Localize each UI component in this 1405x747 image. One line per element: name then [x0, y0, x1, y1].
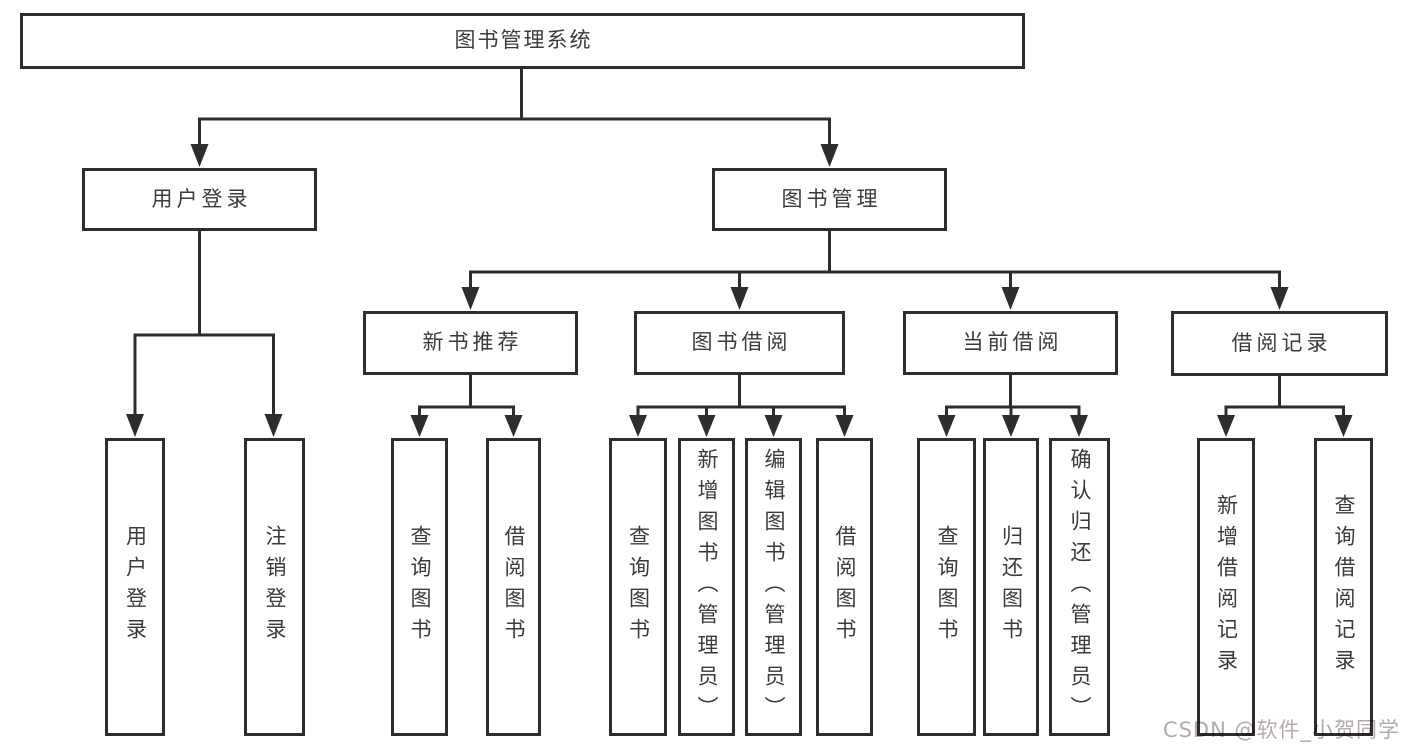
leaf-user-login: 用户登录 — [105, 438, 165, 736]
node-user-login-label: 用户登录 — [151, 186, 252, 211]
node-book-borrowing: 图书借阅 — [634, 311, 845, 375]
leaf-current-query-book-label: 查询图书 — [935, 525, 959, 649]
leaf-recommend-borrow-book-label: 借阅图书 — [502, 525, 526, 649]
leaf-recommend-query-book-label: 查询图书 — [408, 525, 432, 649]
node-current-borrowing-label: 当前借阅 — [962, 330, 1063, 355]
leaf-borrowing-edit-book-label: 编辑图书（管理员） — [762, 447, 786, 727]
node-book-borrowing-label: 图书借阅 — [691, 330, 792, 355]
node-root: 图书管理系统 — [20, 13, 1025, 69]
node-book-management: 图书管理 — [712, 168, 947, 231]
leaf-borrowing-query-book: 查询图书 — [609, 438, 667, 736]
leaf-borrowing-borrow-book: 借阅图书 — [816, 438, 873, 736]
leaf-current-confirm-return: 确认归还（管理员） — [1049, 438, 1110, 736]
leaf-borrowing-edit-book: 编辑图书（管理员） — [745, 438, 802, 736]
leaf-borrowing-add-book: 新增图书（管理员） — [678, 438, 735, 736]
csdn-watermark: CSDN @软件_小贺同学 — [1162, 718, 1400, 742]
node-new-book-recommend-label: 新书推荐 — [422, 330, 523, 355]
leaf-records-query-record: 查询借阅记录 — [1314, 438, 1373, 736]
leaf-recommend-borrow-book: 借阅图书 — [486, 438, 541, 736]
leaf-recommend-query-book: 查询图书 — [391, 438, 448, 736]
leaf-current-query-book: 查询图书 — [917, 438, 976, 736]
leaf-logout: 注销登录 — [244, 438, 305, 736]
leaf-current-confirm-return-label: 确认归还（管理员） — [1068, 447, 1092, 727]
node-borrowing-records-label: 借阅记录 — [1231, 330, 1332, 355]
leaf-borrowing-query-book-label: 查询图书 — [626, 525, 651, 649]
node-borrowing-records: 借阅记录 — [1171, 311, 1388, 376]
node-user-login: 用户登录 — [82, 168, 317, 231]
node-new-book-recommend: 新书推荐 — [363, 311, 578, 375]
leaf-borrowing-borrow-book-label: 借阅图书 — [833, 525, 857, 649]
leaf-user-login-label: 用户登录 — [123, 525, 148, 649]
leaf-records-add-record: 新增借阅记录 — [1197, 438, 1255, 736]
node-root-label: 图书管理系统 — [454, 28, 593, 53]
node-current-borrowing: 当前借阅 — [903, 311, 1118, 375]
leaf-logout-label: 注销登录 — [263, 525, 287, 649]
leaf-records-add-record-label: 新增借阅记录 — [1214, 494, 1239, 680]
node-book-management-label: 图书管理 — [781, 186, 882, 211]
leaf-borrowing-add-book-label: 新增图书（管理员） — [695, 447, 719, 727]
leaf-current-return-book: 归还图书 — [983, 438, 1039, 736]
leaf-current-return-book-label: 归还图书 — [999, 525, 1024, 649]
leaf-records-query-record-label: 查询借阅记录 — [1332, 494, 1356, 680]
